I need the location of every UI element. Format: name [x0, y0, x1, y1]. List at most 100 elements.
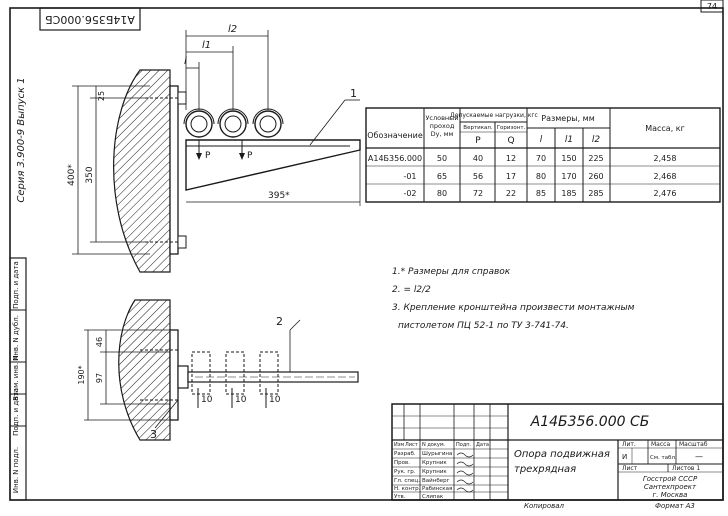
dim-400-label: 400* — [67, 164, 77, 186]
wall-section — [113, 69, 171, 273]
dim-97-label: 97 — [95, 373, 104, 383]
tb-name-4: Вайнберг — [422, 477, 450, 484]
tb-role-2: Пров. — [394, 460, 410, 466]
title-block: Изм Лист N докум. Подп. Дата Разраб. Про… — [391, 403, 724, 501]
svg-text:2,476: 2,476 — [654, 189, 677, 198]
tb-role-1: Разраб. — [394, 451, 416, 457]
svg-text:260: 260 — [588, 172, 603, 181]
dim-190-label: 190* — [77, 365, 86, 384]
section-label-2: 10 — [235, 395, 247, 405]
sheet-number: 74 — [707, 2, 717, 11]
svg-text:2,458: 2,458 — [654, 154, 677, 163]
series-label: Серия 3.900-9 Выпуск 1 — [16, 77, 27, 202]
dim-25-label: 25 — [97, 91, 106, 101]
tb-role-5: Н. контр. — [394, 486, 421, 492]
svg-text:185: 185 — [561, 189, 576, 198]
elevation-view: P P l2 l1 l 25 350 400* 395* 1 — [67, 24, 361, 273]
th-loads: Допускаемые нагрузки, кгс — [450, 112, 538, 119]
tb-code: А14Б356.000 СБ — [530, 414, 650, 430]
svg-text:50: 50 — [437, 154, 447, 163]
callout-1: 1 — [350, 87, 357, 100]
pipe-2 — [217, 108, 249, 138]
th-sizes: Размеры, мм — [541, 114, 595, 123]
dim-395-label: 395* — [268, 191, 290, 201]
th-vertical: Вертикал. — [463, 125, 493, 131]
tb-mass-value: См. табл. — [650, 455, 677, 461]
bracket-arm — [185, 139, 361, 191]
section-label-1: 10 — [201, 395, 213, 405]
tb-name-2: Крупник — [422, 460, 447, 466]
dim-l1-label: l1 — [202, 40, 211, 51]
tb-mass-label: Масса — [651, 441, 670, 448]
dim-l-label: l — [184, 56, 187, 67]
svg-text:150: 150 — [561, 154, 576, 163]
tb-org-2: Сантехпроект — [644, 483, 697, 491]
svg-text:22: 22 — [506, 189, 516, 198]
strip-field-inv-podl: Инв. N подл. — [12, 447, 20, 493]
svg-text:-01: -01 — [403, 172, 416, 181]
tb-role-3: Рук. гр. — [394, 469, 416, 475]
svg-text:285: 285 — [588, 189, 603, 198]
svg-text:12: 12 — [506, 154, 516, 163]
svg-text:80: 80 — [536, 172, 546, 181]
pipe-1 — [183, 108, 215, 138]
note-1: 1.* Размеры для справок — [392, 267, 511, 277]
svg-text:80: 80 — [437, 189, 447, 198]
svg-text:17: 17 — [506, 172, 516, 181]
svg-text:56: 56 — [473, 172, 483, 181]
svg-text:170: 170 — [561, 172, 576, 181]
th-mass: Масса, кг — [645, 124, 685, 133]
table-row: -02 80 72 22 85 185 285 2,476 — [403, 189, 676, 198]
tb-sheets-label: Листов 1 — [672, 465, 700, 472]
tb-hdr-izm: Изм — [394, 442, 404, 448]
pipe-3 — [252, 108, 284, 138]
plan-view: 10 10 10 46 97 190* 2 3 — [77, 299, 359, 441]
tb-hdr-sign: Подп. — [456, 442, 472, 448]
tb-org-1: Госстрой СССР — [643, 475, 698, 483]
th-horizontal: Горизонт. — [497, 125, 526, 131]
dim-l2-label: l2 — [228, 24, 237, 35]
th-l: l — [540, 135, 543, 145]
svg-text:65: 65 — [437, 172, 447, 181]
left-strip: Инв. N подл. Подп. и дата Взам. инв. N И… — [9, 257, 27, 501]
th-designation: Обозначение — [367, 131, 423, 140]
tb-hdr-doc: N докум. — [422, 442, 446, 448]
tb-hdr-list: Лист — [405, 442, 418, 448]
strip-field-podp-1: Подп. и дата — [12, 388, 20, 436]
tb-sheet-label: Лист — [622, 465, 638, 472]
sheet-frame — [9, 7, 724, 501]
th-l2: l2 — [592, 135, 601, 145]
note-3: 3. Крепление кронштейна произвести монта… — [392, 303, 635, 313]
section-label-3: 10 — [269, 395, 281, 405]
tb-lit-value: И — [622, 453, 627, 461]
strip-field-podp-2: Подп. и дата — [12, 261, 20, 309]
svg-text:70: 70 — [536, 154, 546, 163]
svg-text:72: 72 — [473, 189, 483, 198]
svg-text:2,468: 2,468 — [654, 172, 677, 181]
strip-field-dubl: Инв. N дубл. — [12, 315, 20, 361]
th-p: P — [475, 136, 481, 146]
note-2: 2. = l2/2 — [392, 285, 431, 295]
callout-3: 3 — [150, 428, 157, 441]
tb-role-6: Утв. — [394, 494, 406, 500]
copied-label: Копировал — [524, 502, 565, 510]
tb-name-3: Крупник — [422, 469, 447, 475]
svg-text:85: 85 — [536, 189, 546, 198]
dim-46-label: 46 — [95, 337, 104, 347]
sheet-number-box — [700, 0, 724, 13]
callout-2: 2 — [276, 315, 283, 328]
svg-text:-02: -02 — [403, 189, 416, 198]
note-3-cont: пистолетом ПЦ 52-1 по ТУ 3-741-74. — [398, 321, 569, 331]
th-q: Q — [507, 136, 514, 146]
wall-plate — [169, 85, 179, 255]
strip-field-vzam: Взам. инв. N — [12, 355, 20, 400]
tb-scale-value: — — [695, 452, 703, 461]
load-label-p2: P — [247, 151, 253, 161]
tb-scale-label: Масштаб — [679, 441, 708, 448]
tb-name-6: Слипак — [422, 494, 444, 500]
tb-name-5: Рабинская — [422, 486, 452, 492]
tb-hdr-date: Дата — [476, 442, 489, 448]
notes: 1.* Размеры для справок 2. = l2/2 3. Кре… — [392, 267, 635, 331]
